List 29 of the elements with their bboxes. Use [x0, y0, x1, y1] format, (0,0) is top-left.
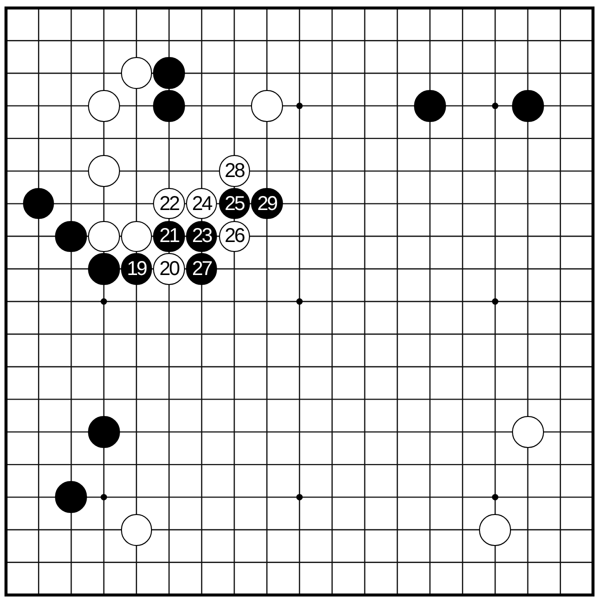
go-stone: [153, 57, 185, 89]
go-stone: [414, 90, 446, 122]
numbered-stone: 29: [251, 188, 283, 220]
go-stone: [251, 90, 283, 122]
go-stone: [120, 514, 152, 546]
go-stone: [88, 220, 120, 252]
go-stone: [88, 416, 120, 448]
go-stone: [88, 155, 120, 187]
numbered-stone: 26: [218, 220, 250, 252]
go-stone: [88, 253, 120, 285]
numbered-stone: 21: [153, 220, 185, 252]
numbered-stone: 28: [218, 155, 250, 187]
go-stone: [55, 481, 87, 513]
numbered-stone: 27: [186, 253, 218, 285]
numbered-stone: 25: [218, 188, 250, 220]
go-stone: [153, 90, 185, 122]
go-stone: [512, 90, 544, 122]
go-stone: [479, 514, 511, 546]
numbered-stone: 23: [186, 220, 218, 252]
numbered-stone: 24: [186, 188, 218, 220]
go-stone: [22, 188, 54, 220]
numbered-stone: 20: [153, 253, 185, 285]
go-stone: [88, 90, 120, 122]
go-stone: [512, 416, 544, 448]
go-stone: [55, 220, 87, 252]
numbered-stone: 22: [153, 188, 185, 220]
numbered-stone: 19: [120, 253, 152, 285]
go-stone: [120, 57, 152, 89]
go-stone: [120, 220, 152, 252]
